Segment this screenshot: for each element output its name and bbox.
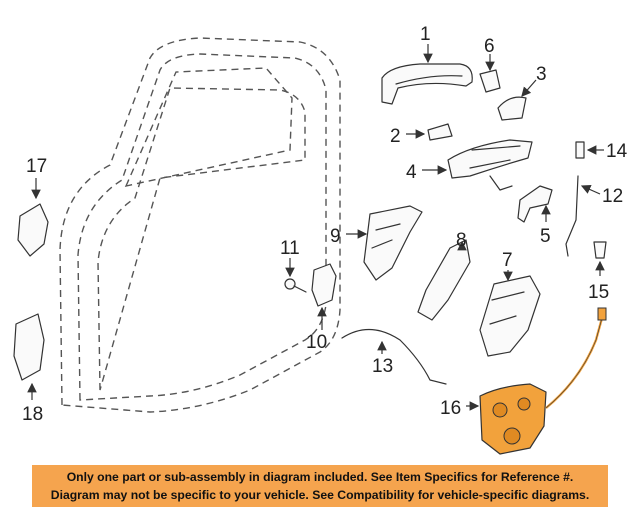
callout-15: 15 xyxy=(588,282,609,303)
part-14-clip xyxy=(575,141,585,159)
part-13-cable xyxy=(341,328,447,385)
callout-9: 9 xyxy=(330,226,341,247)
callout-16: 16 xyxy=(440,398,461,419)
callout-13: 13 xyxy=(372,356,393,377)
callout-1: 1 xyxy=(420,24,431,45)
callout-18: 18 xyxy=(22,404,43,425)
part-15-grommet xyxy=(593,241,607,259)
disclaimer-line-1: Only one part or sub-assembly in diagram… xyxy=(66,470,574,484)
part-5-lever xyxy=(517,185,553,223)
callout-17: 17 xyxy=(26,156,47,177)
callout-10: 10 xyxy=(306,332,327,353)
callout-8: 8 xyxy=(456,230,467,251)
part-17-hinge xyxy=(17,203,49,257)
callout-11: 11 xyxy=(280,238,300,259)
callout-5: 5 xyxy=(540,226,551,247)
callout-7: 7 xyxy=(502,250,513,271)
part-2-gasket xyxy=(427,123,453,141)
callout-3: 3 xyxy=(536,64,547,85)
callout-4: 4 xyxy=(406,162,417,183)
part-10-bracket xyxy=(311,263,337,307)
callout-2: 2 xyxy=(390,126,401,147)
part-4-handle-carrier xyxy=(447,139,533,191)
part-9-shield xyxy=(363,205,423,281)
part-11-bolt xyxy=(284,278,307,293)
part-7-latch xyxy=(479,275,541,357)
part-3-cover xyxy=(497,96,527,121)
part-16-actuator-highlighted xyxy=(479,307,607,455)
disclaimer-line-2: Diagram may not be specific to your vehi… xyxy=(50,488,590,502)
callout-14: 14 xyxy=(606,141,628,162)
part-6-handle-cap xyxy=(479,69,501,93)
part-8-guide xyxy=(417,239,471,321)
callout-12: 12 xyxy=(602,186,623,207)
leader-lines xyxy=(27,44,605,411)
part-18-hinge xyxy=(13,313,45,381)
disclaimer-banner: Only one part or sub-assembly in diagram… xyxy=(32,465,608,507)
callout-6: 6 xyxy=(484,36,495,57)
part-12-rod xyxy=(565,175,579,257)
callout-labels: 1 6 3 2 4 14 12 5 9 8 7 11 10 13 15 16 1… xyxy=(22,24,628,425)
part-1-outside-handle xyxy=(381,63,473,105)
door-outline xyxy=(59,37,341,413)
